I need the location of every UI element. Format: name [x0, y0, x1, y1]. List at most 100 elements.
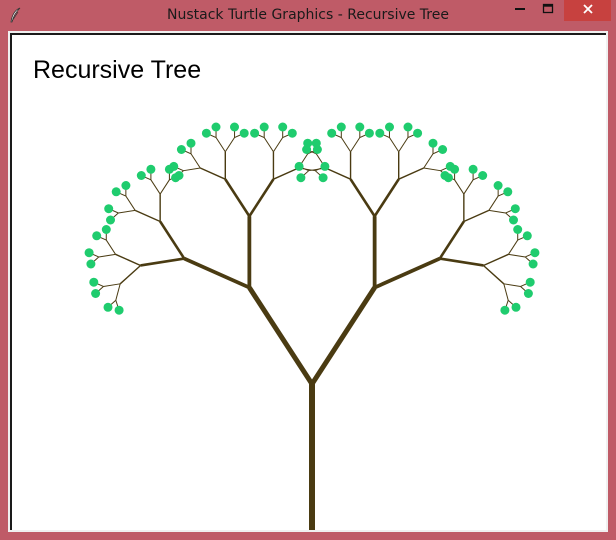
- tree-branch: [125, 195, 136, 211]
- tree-branch: [483, 253, 509, 267]
- tree-branch: [115, 283, 121, 301]
- tree-branch: [423, 167, 441, 172]
- tree-leaf: [500, 305, 510, 315]
- tree-branch: [309, 286, 377, 386]
- tree-branch: [349, 178, 376, 217]
- tree-branch: [183, 167, 201, 172]
- tree-leaf: [186, 138, 196, 148]
- tree-branch: [398, 137, 409, 153]
- tree-leaf: [121, 181, 131, 190]
- tree-leaf: [111, 187, 121, 197]
- tree-leaf: [493, 181, 503, 190]
- close-icon: [582, 2, 594, 20]
- tree-leaf: [103, 302, 113, 312]
- window-title: Nustack Turtle Graphics - Recursive Tree: [167, 7, 449, 23]
- tree-leaf: [311, 138, 321, 148]
- minimize-button[interactable]: [505, 0, 535, 21]
- tree-leaf: [530, 248, 540, 258]
- tree-leaf: [438, 145, 448, 154]
- tree-leaf: [428, 138, 438, 148]
- tree-leaf: [523, 289, 533, 298]
- tree-branch: [508, 253, 526, 258]
- tree-branch: [438, 220, 465, 260]
- tree-leaf: [86, 259, 96, 269]
- tree-leaf: [92, 231, 102, 241]
- tree-leaf: [84, 248, 94, 258]
- tree-leaf: [114, 305, 124, 315]
- tree-branch: [373, 256, 441, 290]
- tree-leaf: [106, 215, 115, 225]
- tree-leaf: [287, 128, 297, 138]
- tree-branch: [439, 257, 484, 267]
- close-button[interactable]: [564, 0, 611, 21]
- tree-branch: [454, 179, 465, 195]
- tree-branch: [488, 195, 499, 211]
- tree-branch: [389, 137, 400, 153]
- tree-leaf: [327, 128, 337, 138]
- canvas-heading: Recursive Tree: [33, 56, 202, 84]
- tree-branch: [350, 137, 361, 153]
- tree-leaf: [176, 145, 186, 154]
- tree-leaf: [385, 122, 394, 132]
- tree-branch: [150, 179, 161, 195]
- tree-branch: [423, 153, 434, 169]
- minimize-icon: [514, 2, 526, 20]
- tree-branch: [273, 137, 284, 153]
- maximize-icon: [542, 2, 554, 20]
- tree-leaf: [510, 204, 520, 214]
- tree-leaf: [211, 122, 221, 132]
- tree-leaf: [336, 122, 346, 132]
- tree-leaf: [478, 171, 488, 180]
- tree-leaf: [239, 128, 249, 138]
- tree-leaf: [171, 173, 181, 183]
- tree-leaf: [375, 128, 385, 138]
- tree-branch: [503, 283, 521, 287]
- tree-branch: [119, 264, 142, 285]
- tree-branch: [134, 209, 161, 223]
- tree-leaf: [294, 161, 304, 171]
- turtle-canvas[interactable]: Recursive Tree: [10, 33, 606, 530]
- tree-leaf: [403, 122, 413, 132]
- title-bar[interactable]: Nustack Turtle Graphics - Recursive Tree: [0, 0, 616, 31]
- tree-leaf: [503, 187, 513, 197]
- tree-leaf: [136, 171, 146, 180]
- tree-branch: [105, 239, 116, 255]
- tree-branch: [115, 253, 141, 267]
- tree-leaf: [528, 259, 538, 269]
- tree-drawing: [84, 122, 540, 530]
- tree-leaf: [250, 128, 260, 138]
- tree-leaf: [318, 173, 328, 183]
- tree-leaf: [440, 171, 450, 180]
- tree-branch: [103, 283, 121, 287]
- tree-leaf: [522, 231, 532, 241]
- tree-branch: [273, 167, 299, 180]
- tree-branch: [463, 209, 490, 223]
- tree-branch: [463, 179, 474, 195]
- tree-leaf: [89, 277, 99, 287]
- tree-branch: [488, 209, 506, 214]
- tree-leaf: [104, 204, 114, 214]
- tree-leaf: [509, 215, 518, 225]
- tree-branch: [224, 137, 235, 153]
- tree-branch: [248, 178, 275, 217]
- tree-branch: [247, 286, 315, 386]
- tree-leaf: [259, 122, 269, 132]
- tree-branch: [325, 167, 351, 180]
- tree-branch: [482, 264, 505, 285]
- tree-leaf: [320, 161, 330, 171]
- tree-branch: [373, 178, 400, 217]
- tree-branch: [190, 153, 201, 169]
- tree-branch: [398, 167, 425, 180]
- tree-branch: [503, 283, 509, 301]
- tree-leaf: [230, 122, 239, 132]
- tree-branch: [508, 239, 519, 255]
- tree-branch: [215, 137, 226, 153]
- tree-leaf: [511, 302, 521, 312]
- tree-leaf: [450, 164, 460, 174]
- tree-leaf: [525, 277, 535, 287]
- tree-branch: [199, 167, 226, 180]
- tree-leaf: [101, 225, 111, 234]
- tree-leaf: [146, 164, 156, 174]
- maximize-button[interactable]: [533, 0, 563, 21]
